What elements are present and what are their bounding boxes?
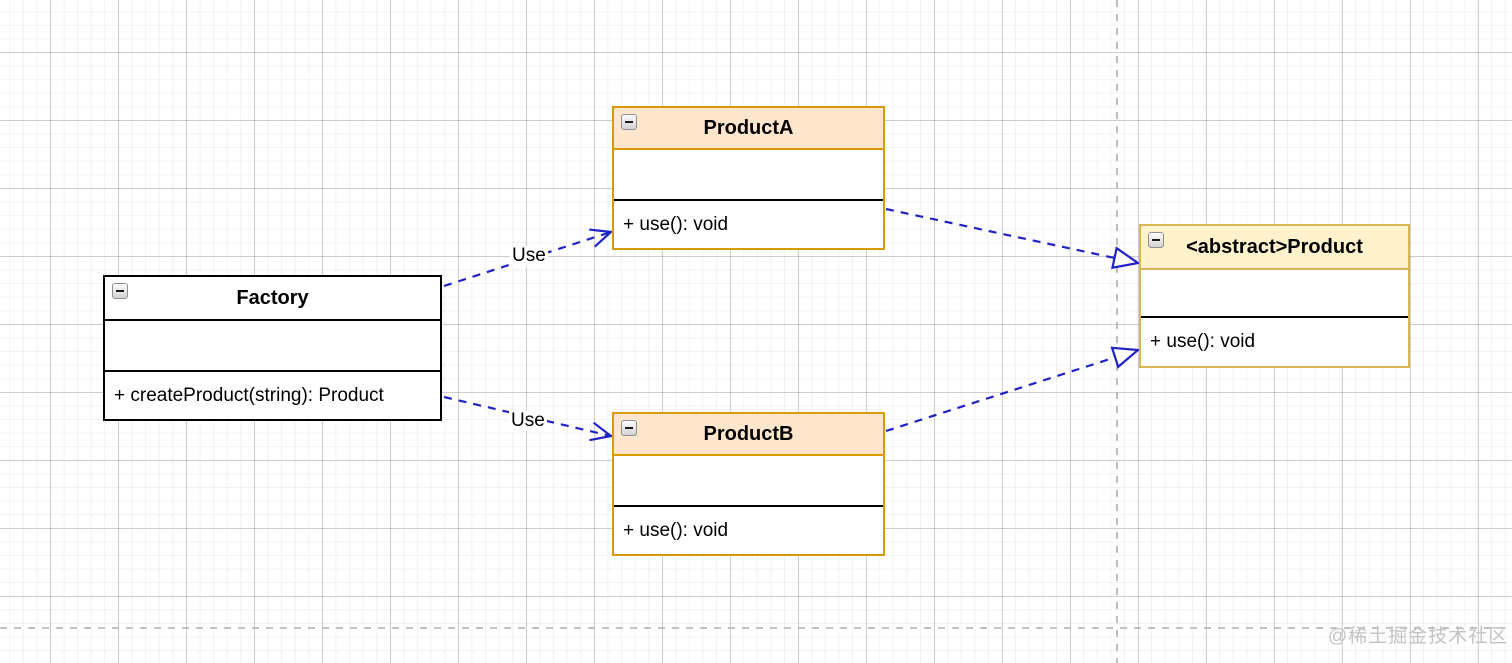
method-label: + use(): void xyxy=(623,519,729,541)
edge-label-use-producta[interactable]: Use xyxy=(510,245,548,266)
minus-icon xyxy=(1152,239,1160,241)
class-productb-attributes xyxy=(614,456,883,505)
collapse-icon[interactable] xyxy=(621,420,637,436)
class-productb-header: ProductB xyxy=(614,414,883,456)
class-title: <abstract>Product xyxy=(1186,235,1363,258)
class-producta-attributes xyxy=(614,150,883,199)
collapse-icon[interactable] xyxy=(1148,232,1164,248)
collapse-icon[interactable] xyxy=(621,114,637,130)
class-title: ProductB xyxy=(703,422,794,445)
edge-factory-to-productb[interactable] xyxy=(443,395,614,442)
class-factory-attributes xyxy=(105,321,440,370)
class-title: Factory xyxy=(236,286,309,309)
class-productb[interactable]: ProductB + use(): void xyxy=(612,412,885,556)
method-label: + createProduct(string): Product xyxy=(114,384,384,406)
watermark: @稀土掘金技术社区 xyxy=(1328,626,1509,647)
method-label: + use(): void xyxy=(1150,331,1256,352)
class-abstract-product-header: <abstract>Product xyxy=(1141,226,1408,270)
edge-label-use-productb[interactable]: Use xyxy=(509,410,547,431)
class-producta[interactable]: ProductA + use(): void xyxy=(612,106,885,250)
class-producta-methods: + use(): void xyxy=(614,199,883,248)
class-title: ProductA xyxy=(703,116,794,139)
minus-icon xyxy=(625,427,633,429)
class-productb-methods: + use(): void xyxy=(614,505,883,554)
method-label: + use(): void xyxy=(623,213,729,235)
edge-producta-to-abstract-product[interactable] xyxy=(885,207,1141,270)
class-factory-header: Factory xyxy=(105,277,440,321)
class-abstract-product[interactable]: <abstract>Product + use(): void xyxy=(1139,224,1410,368)
class-abstract-product-attributes xyxy=(1141,270,1408,316)
class-factory[interactable]: Factory + createProduct(string): Product xyxy=(103,275,442,421)
class-factory-methods: + createProduct(string): Product xyxy=(105,370,440,419)
collapse-icon[interactable] xyxy=(112,283,128,299)
minus-icon xyxy=(116,290,124,292)
minus-icon xyxy=(625,121,633,123)
edge-productb-to-abstract-product[interactable] xyxy=(885,346,1141,433)
class-producta-header: ProductA xyxy=(614,108,883,150)
class-abstract-product-methods: + use(): void xyxy=(1141,316,1408,366)
